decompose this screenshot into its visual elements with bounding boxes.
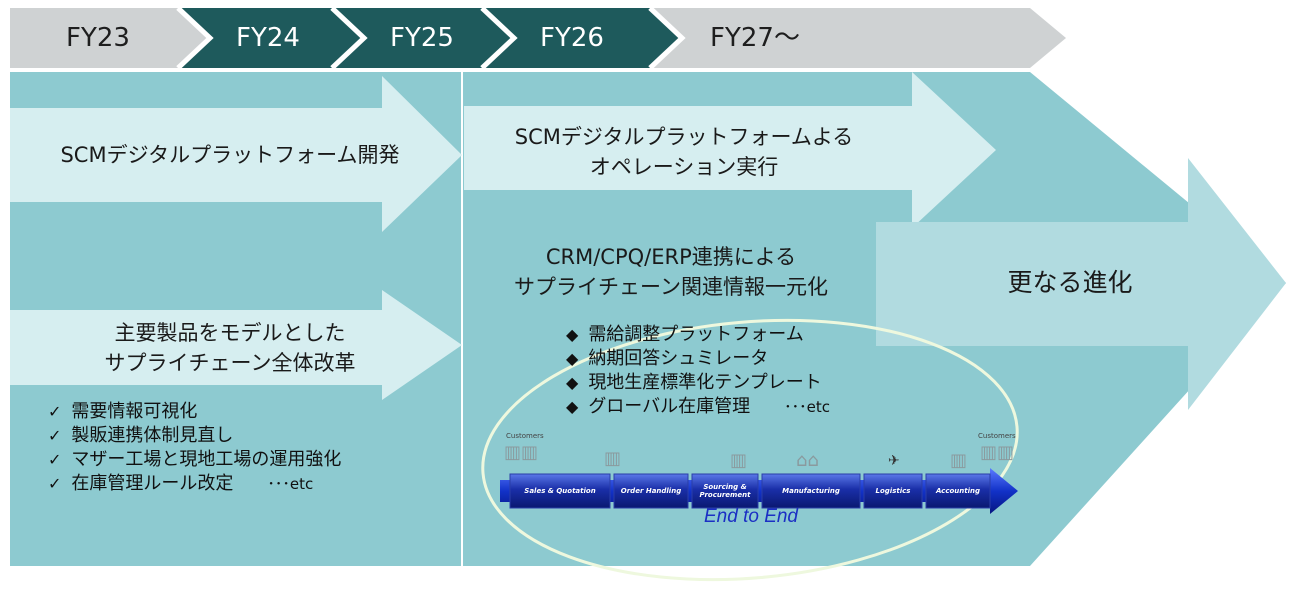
building-icon: ▥	[730, 450, 748, 471]
building-icon: ▥▥	[504, 442, 539, 463]
diamond-bullet-icon: ◆	[566, 397, 579, 416]
process-step-manufacturing: Manufacturing	[782, 487, 840, 495]
left-banner2-line2: サプライチェーン全体改革	[104, 351, 356, 375]
building-icon: ▥▥	[980, 442, 1015, 463]
process-box-order	[613, 473, 689, 509]
timeline-chevron	[648, 6, 686, 70]
process-box-logistics	[863, 473, 923, 509]
airplane-icon: ✈	[888, 453, 900, 469]
timeline-fy27: FY27〜	[710, 23, 800, 53]
end-to-end-caption: End to End	[703, 506, 799, 527]
process-step-accounting: Accounting	[935, 487, 981, 495]
process-box-accounting	[925, 473, 991, 509]
middle-heading-line2: サプライチェーン関連情報一元化	[514, 275, 828, 299]
list-item: ✓在庫管理ルール改定･･･etc	[48, 473, 314, 494]
list-item: ◆納期回答シュミレータ	[566, 348, 769, 369]
timeline-chevron	[330, 6, 368, 70]
process-arrow	[500, 468, 1018, 514]
factory-icon: ⌂⌂	[796, 450, 819, 471]
left-checklist: ✓需要情報可視化 ✓製販連携体制見直し ✓マザー工場と現地工場の運用強化 ✓在庫…	[48, 400, 341, 496]
process-step-order: Order Handling	[620, 487, 682, 495]
middle-banner1-line2: オペレーション実行	[589, 155, 779, 179]
middle-banner1-title: SCMデジタルプラットフォームよる オペレーション実行	[474, 122, 894, 182]
diamond-bullet-icon: ◆	[566, 349, 579, 368]
right-banner-arrow	[876, 158, 1286, 410]
building-icon: ▥	[604, 448, 622, 469]
process-step-sales: Sales & Quotation	[524, 487, 596, 495]
process-step-sourcing: Sourcing & Procurement	[699, 483, 751, 499]
left-banner1-arrow	[10, 76, 462, 232]
left-banner2-line1: 主要製品をモデルとした	[114, 321, 346, 345]
left-banner2-title: 主要製品をモデルとした サプライチェーン全体改革	[20, 318, 440, 378]
etc-label: ･･･etc	[784, 398, 830, 416]
building-icon: ▥	[950, 450, 968, 471]
check-icon: ✓	[48, 474, 62, 493]
end-to-end-ellipse	[481, 318, 1019, 582]
timeline-fy23: FY23	[66, 23, 130, 53]
list-item: ✓需要情報可視化	[48, 401, 198, 422]
middle-heading-line1: CRM/CPQ/ERP連携による	[545, 245, 797, 269]
diamond-bullet-icon: ◆	[566, 373, 579, 392]
customers-right-label: Customers	[978, 432, 1016, 440]
check-icon: ✓	[48, 450, 62, 469]
list-item: ◆グローバル在庫管理･･･etc	[566, 396, 830, 417]
middle-banner1-line1: SCMデジタルプラットフォームよる	[514, 125, 854, 149]
middle-heading: CRM/CPQ/ERP連携による サプライチェーン関連情報一元化	[466, 242, 876, 302]
timeline-segment-fy25	[332, 8, 532, 68]
list-item: ✓マザー工場と現地工場の運用強化	[48, 449, 342, 470]
process-box-sales	[509, 473, 611, 509]
process-box-sourcing	[691, 473, 759, 509]
list-item: ◆需給調整プラットフォーム	[566, 324, 804, 345]
customers-left-label: Customers	[506, 432, 544, 440]
process-step-logistics: Logistics	[875, 487, 911, 495]
diamond-bullet-icon: ◆	[566, 325, 579, 344]
list-item: ◆現地生産標準化テンプレート	[566, 372, 822, 393]
list-item: ✓製販連携体制見直し	[48, 425, 234, 446]
left-banner1-title: SCMデジタルプラットフォーム開発	[60, 143, 400, 167]
left-banner2-arrow	[10, 290, 462, 400]
timeline-fy24: FY24	[236, 23, 300, 53]
timeline-chevron	[176, 6, 214, 70]
check-icon: ✓	[48, 426, 62, 445]
check-icon: ✓	[48, 402, 62, 421]
timeline-fy26: FY26	[540, 23, 604, 53]
timeline-chevron	[480, 6, 518, 70]
timeline-segment-fy26	[482, 8, 682, 68]
right-evolution-label: 更なる進化	[1007, 268, 1133, 297]
middle-banner1-arrow	[464, 72, 996, 228]
middle-bullets: ◆需給調整プラットフォーム ◆納期回答シュミレータ ◆現地生産標準化テンプレート…	[566, 323, 830, 419]
timeline-fy25: FY25	[390, 23, 454, 53]
process-box-manufacturing	[761, 473, 861, 509]
etc-label: ･･･etc	[267, 475, 314, 493]
timeline-segment-fy24	[178, 8, 382, 68]
